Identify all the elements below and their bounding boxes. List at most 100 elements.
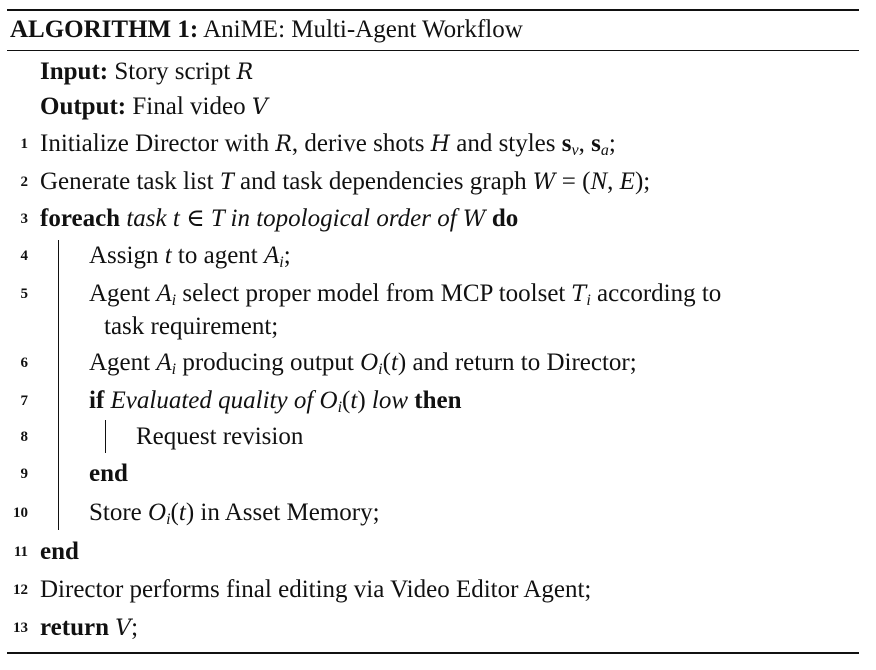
math-symbol: W: [532, 170, 556, 195]
line-text: task requirement;: [104, 313, 279, 340]
algorithm-line-3: foreach task t ∈ T in topological order …: [40, 203, 518, 235]
line-number: 13: [13, 620, 28, 636]
algorithm-line-8: Request revision: [136, 421, 303, 453]
line-text: Agent: [89, 280, 157, 307]
math-symbol: T: [210, 205, 225, 232]
math-subscript: i: [337, 399, 343, 416]
math-symbol: O: [360, 349, 379, 376]
math-symbol: O: [319, 387, 338, 414]
line-text: according to: [590, 280, 722, 307]
line-text: Evaluated quality of: [104, 387, 320, 414]
if-keyword: if: [89, 387, 105, 414]
line-text: (: [170, 499, 179, 526]
math-symbol: T: [219, 168, 234, 195]
input-symbol: R: [236, 60, 254, 85]
math-symbol: W: [462, 207, 486, 232]
caption-rule: [7, 50, 859, 51]
return-keyword: return: [40, 614, 109, 641]
then-keyword: then: [408, 387, 462, 414]
algorithm-label: ALGORITHM 1:: [10, 16, 199, 43]
algorithm-line-9: end: [89, 458, 128, 490]
line-text: task: [120, 205, 173, 232]
line-text: ): [185, 499, 195, 526]
algorithm-line-10: Store Oi(t) in Asset Memory;: [89, 497, 380, 529]
algorithm-line-1: Initialize Director with R, derive shots…: [40, 128, 616, 160]
algorithm-line-13: return V;: [40, 612, 138, 644]
math-subscript: a: [600, 142, 609, 159]
math-symbol: s: [561, 130, 572, 157]
algorithm-line-2: Generate task list T and task dependenci…: [40, 166, 650, 198]
top-rule: [7, 9, 859, 11]
output-text: Final video: [132, 93, 252, 120]
math-symbol: t: [172, 205, 180, 232]
math-symbol: E: [619, 168, 635, 195]
line-number: 12: [13, 582, 28, 598]
line-number: 2: [20, 174, 29, 190]
math-symbol: s: [591, 130, 601, 157]
line-text: ,: [607, 168, 620, 195]
end-keyword: end: [89, 460, 128, 487]
line-text: Assign: [89, 242, 165, 269]
math-subscript: i: [378, 361, 383, 378]
end-keyword: end: [40, 538, 79, 565]
algorithm-line-4: Assign t to agent Ai;: [89, 240, 291, 272]
line-number: 10: [13, 505, 28, 521]
line-text: (: [382, 349, 391, 376]
math-symbol: H: [430, 132, 450, 157]
line-number: 6: [20, 355, 29, 371]
line-text: = (: [555, 168, 591, 195]
line-number: 4: [20, 248, 29, 264]
line-number: 7: [20, 393, 29, 409]
math-subscript: i: [279, 254, 284, 271]
algorithm-title: AniME: Multi-Agent Workflow: [203, 16, 523, 43]
line-text: ): [397, 349, 407, 376]
math-subscript: i: [171, 292, 177, 309]
line-number: 3: [20, 211, 29, 227]
line-text: Request revision: [136, 423, 304, 450]
algorithm-line-11: end: [40, 536, 79, 568]
line-text: in Asset Memory;: [194, 499, 380, 526]
line-text: low: [365, 387, 409, 414]
algorithm-line-6: Agent Ai producing output Oi(t) and retu…: [89, 347, 637, 379]
line-number: 1: [20, 136, 29, 152]
input-text: Story script: [114, 58, 237, 85]
algorithm-line-7: if Evaluated quality of Oi(t) low then: [89, 385, 462, 417]
line-text: in topological order of: [224, 205, 463, 232]
math-symbol: t: [178, 499, 186, 526]
math-symbol: t: [390, 349, 398, 376]
loop-scope-bar: [58, 240, 59, 530]
foreach-keyword: foreach: [40, 205, 121, 232]
line-text: Agent: [89, 349, 157, 376]
line-text: ;: [608, 130, 616, 157]
output-symbol: V: [251, 95, 268, 120]
line-text: Initialize Director with: [40, 130, 276, 157]
bottom-rule: [7, 652, 859, 654]
math-symbol: R: [275, 132, 292, 157]
if-scope-bar: [105, 420, 106, 453]
math-symbol: T: [571, 282, 587, 307]
input-line: Input: Story script R: [40, 56, 253, 88]
line-text: to agent: [171, 242, 265, 269]
math-symbol: O: [148, 499, 167, 526]
math-symbol: A: [156, 280, 172, 307]
math-subscript: i: [586, 292, 591, 309]
line-text: , derive shots: [291, 130, 431, 157]
line-text: and task dependencies graph: [233, 168, 533, 195]
output-keyword: Output:: [40, 93, 127, 120]
line-number: 9: [20, 466, 29, 482]
do-keyword: do: [485, 205, 519, 232]
line-text: and styles: [449, 130, 562, 157]
line-text: and return to Director;: [406, 349, 637, 376]
math-symbol: A: [264, 242, 280, 269]
line-number: 5: [20, 286, 29, 302]
output-line: Output: Final video V: [40, 91, 268, 123]
line-text: producing output: [176, 349, 361, 376]
line-text: select proper model from MCP toolset: [176, 280, 572, 307]
line-text: ∈: [179, 205, 211, 232]
line-text: Generate task list: [40, 168, 220, 195]
math-subscript: i: [171, 361, 177, 378]
line-number: 8: [20, 429, 29, 445]
line-text: );: [634, 168, 651, 195]
algorithm-line-5: Agent Ai select proper model from MCP to…: [89, 278, 721, 310]
algorithm-line-12: Director performs final editing via Vide…: [40, 574, 591, 606]
